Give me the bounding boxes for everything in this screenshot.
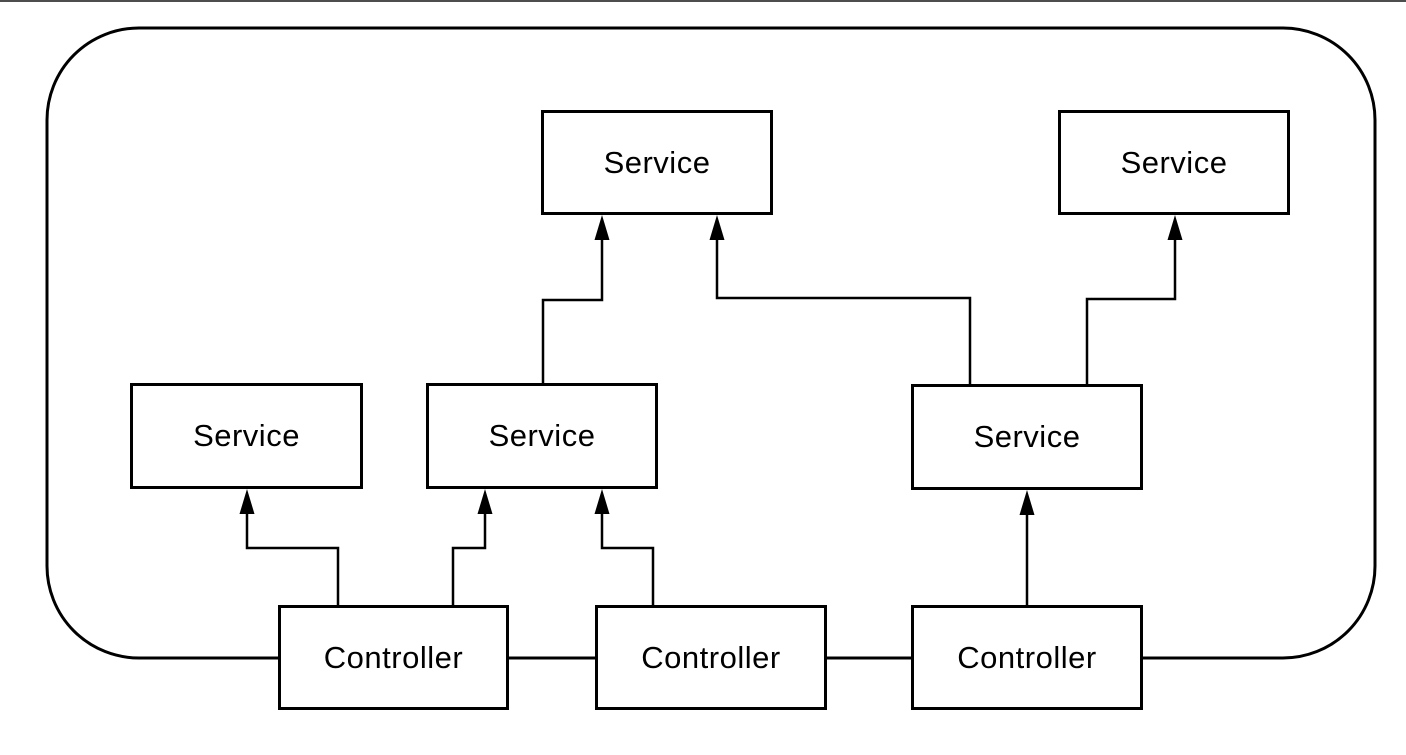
node-label: Controller bbox=[957, 639, 1097, 675]
arrowhead-icon bbox=[594, 489, 610, 514]
arrowhead-icon bbox=[477, 489, 493, 514]
connector-service-mid-right-to-service-top-center bbox=[715, 233, 972, 384]
controller-node-left: Controller bbox=[278, 605, 509, 710]
top-divider-line bbox=[0, 0, 1406, 2]
node-label: Service bbox=[193, 418, 300, 453]
arrowhead-icon bbox=[1167, 215, 1183, 240]
service-node-mid-right: Service bbox=[911, 384, 1143, 490]
connector-controller-center-to-service-mid-center bbox=[600, 507, 655, 605]
node-label: Service bbox=[603, 144, 711, 180]
arrowhead-icon bbox=[594, 215, 610, 240]
node-label: Controller bbox=[323, 639, 464, 675]
service-node-mid-center: Service bbox=[426, 383, 658, 489]
service-node-top-center: Service bbox=[541, 110, 773, 215]
connector-controller-left-to-service-mid-left bbox=[245, 507, 340, 605]
arrowhead-icon bbox=[239, 489, 255, 514]
node-label: Service bbox=[973, 419, 1081, 454]
connector-controller-left-to-service-mid-center bbox=[451, 507, 487, 605]
service-node-top-right: Service bbox=[1058, 110, 1290, 215]
connector-service-mid-right-to-service-top-right bbox=[1085, 233, 1177, 384]
node-label: Service bbox=[1120, 144, 1228, 180]
node-label: Controller bbox=[641, 639, 781, 675]
controller-node-center: Controller bbox=[595, 605, 827, 710]
arrowhead-icon bbox=[1019, 490, 1035, 515]
arrowhead-icon bbox=[709, 215, 725, 240]
node-label: Service bbox=[488, 418, 596, 453]
controller-node-right: Controller bbox=[911, 605, 1143, 710]
service-node-mid-left: Service bbox=[130, 383, 363, 489]
connector-service-mid-center-to-service-top-center bbox=[541, 233, 604, 383]
